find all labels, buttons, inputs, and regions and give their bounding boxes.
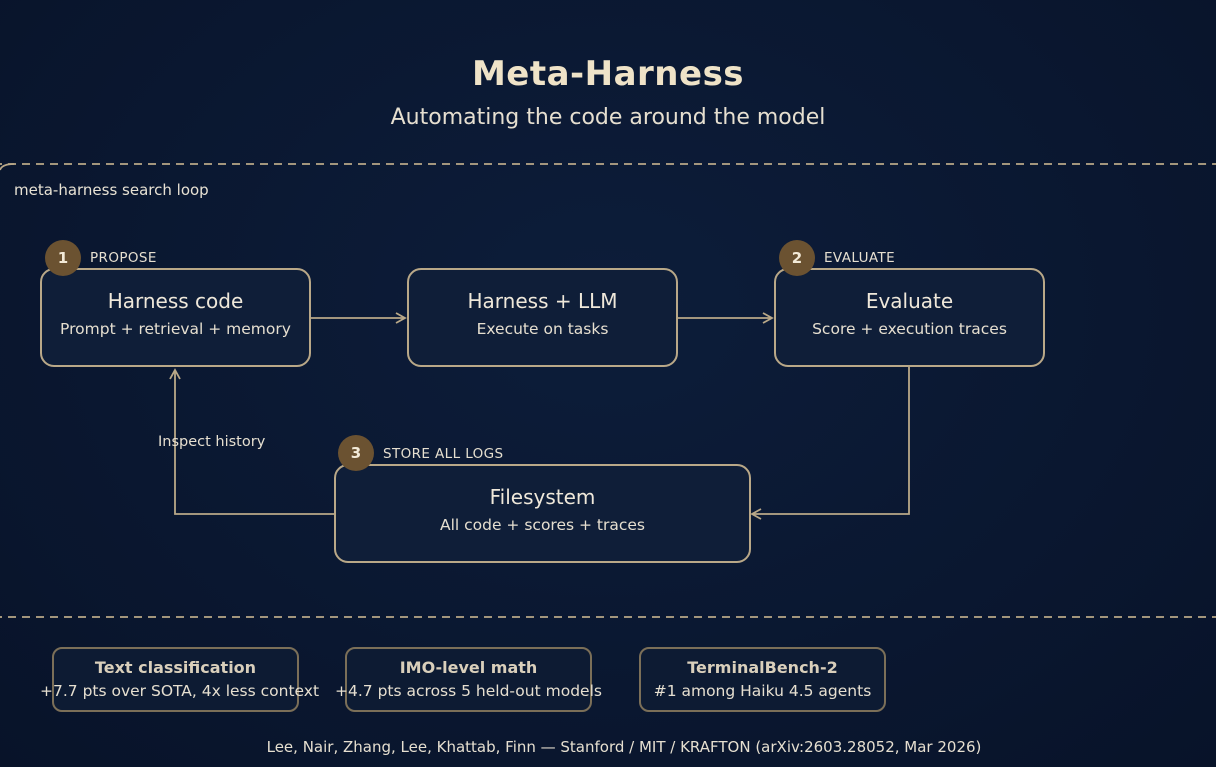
step-badge-1: 1: [45, 240, 81, 276]
node-filesystem: Filesystem All code + scores + traces: [334, 464, 751, 563]
node-evaluate-subtitle: Score + execution traces: [812, 320, 1007, 338]
node-harness-llm: Harness + LLM Execute on tasks: [407, 268, 678, 367]
result-card-terminalbench: TerminalBench-2 #1 among Haiku 4.5 agent…: [639, 647, 886, 712]
result-card-text-classification: Text classification +7.7 pts over SOTA, …: [40, 647, 319, 712]
node-evaluate: Evaluate Score + execution traces: [774, 268, 1045, 367]
result-card-imo-math: IMO-level math +4.7 pts across 5 held-ou…: [335, 647, 602, 712]
edge-filesystem-to-code: [169, 368, 334, 515]
result-detail: #1 among Haiku 4.5 agents: [653, 682, 872, 700]
step-label-store-logs: STORE ALL LOGS: [383, 446, 504, 462]
step-label-propose: PROPOSE: [90, 250, 157, 266]
citation: Lee, Nair, Zhang, Lee, Khattab, Finn — S…: [266, 738, 982, 756]
edge-evaluate-to-filesystem: [750, 367, 910, 520]
page-subtitle: Automating the code around the model: [390, 105, 826, 130]
page-title: Meta-Harness: [471, 54, 745, 94]
result-title: Text classification: [94, 658, 257, 677]
result-detail: +4.7 pts across 5 held-out models: [335, 682, 602, 700]
result-title: TerminalBench-2: [687, 658, 838, 677]
result-title: IMO-level math: [399, 658, 538, 677]
node-harness-code-subtitle: Prompt + retrieval + memory: [60, 320, 291, 338]
node-harness-code: Harness code Prompt + retrieval + memory: [40, 268, 311, 367]
loop-container-corner: [0, 163, 15, 171]
edge-label-inspect-history: Inspect history: [158, 434, 266, 450]
step-label-evaluate: EVALUATE: [824, 250, 896, 266]
step-badge-3: 3: [338, 435, 374, 471]
node-harness-llm-subtitle: Execute on tasks: [476, 320, 609, 338]
node-filesystem-title: Filesystem: [489, 485, 596, 509]
node-evaluate-title: Evaluate: [865, 289, 954, 313]
result-detail: +7.7 pts over SOTA, 4x less context: [40, 682, 320, 700]
node-harness-code-title: Harness code: [107, 289, 244, 313]
node-filesystem-subtitle: All code + scores + traces: [439, 516, 645, 534]
node-harness-llm-title: Harness + LLM: [467, 289, 618, 313]
step-badge-2: 2: [779, 240, 815, 276]
loop-label: meta-harness search loop: [14, 181, 209, 199]
